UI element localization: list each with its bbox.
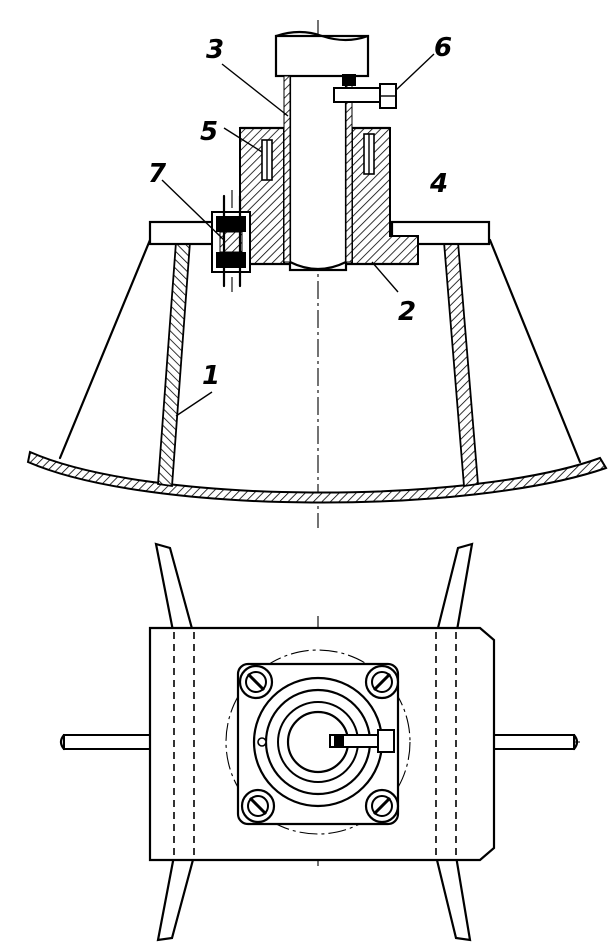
left-outer-wall bbox=[58, 238, 152, 460]
left-strut bbox=[157, 241, 191, 488]
right-outer-wall bbox=[488, 238, 582, 464]
shaft bbox=[274, 30, 370, 272]
bolt-bottom-left bbox=[240, 788, 276, 824]
set-screw bbox=[333, 74, 397, 109]
bolt-bottom-right bbox=[364, 788, 400, 824]
bolt-top-left bbox=[238, 664, 274, 700]
left-axle bbox=[59, 733, 155, 751]
housing-screw-left bbox=[261, 139, 273, 181]
callout-1: 1 bbox=[202, 361, 220, 391]
clamp-bolt bbox=[211, 190, 251, 292]
callout-6: 6 bbox=[434, 33, 452, 63]
curved-base-plate bbox=[26, 450, 608, 504]
callout-7: 7 bbox=[148, 159, 167, 189]
plan-view bbox=[59, 542, 580, 942]
bolt-top-right bbox=[364, 664, 400, 700]
leader-lines bbox=[161, 53, 435, 417]
housing-screw-right bbox=[363, 133, 375, 175]
plan-set-screw bbox=[329, 729, 395, 753]
housing-rings bbox=[252, 676, 384, 808]
callout-3: 3 bbox=[206, 35, 224, 65]
callout-4: 4 bbox=[429, 169, 448, 199]
right-axle bbox=[491, 733, 579, 751]
bolt-circle bbox=[225, 649, 411, 835]
callout-5: 5 bbox=[200, 117, 218, 147]
callout-2: 2 bbox=[398, 297, 416, 327]
right-strut bbox=[443, 241, 479, 488]
section-view: 3 6 5 7 4 2 1 bbox=[26, 20, 608, 528]
